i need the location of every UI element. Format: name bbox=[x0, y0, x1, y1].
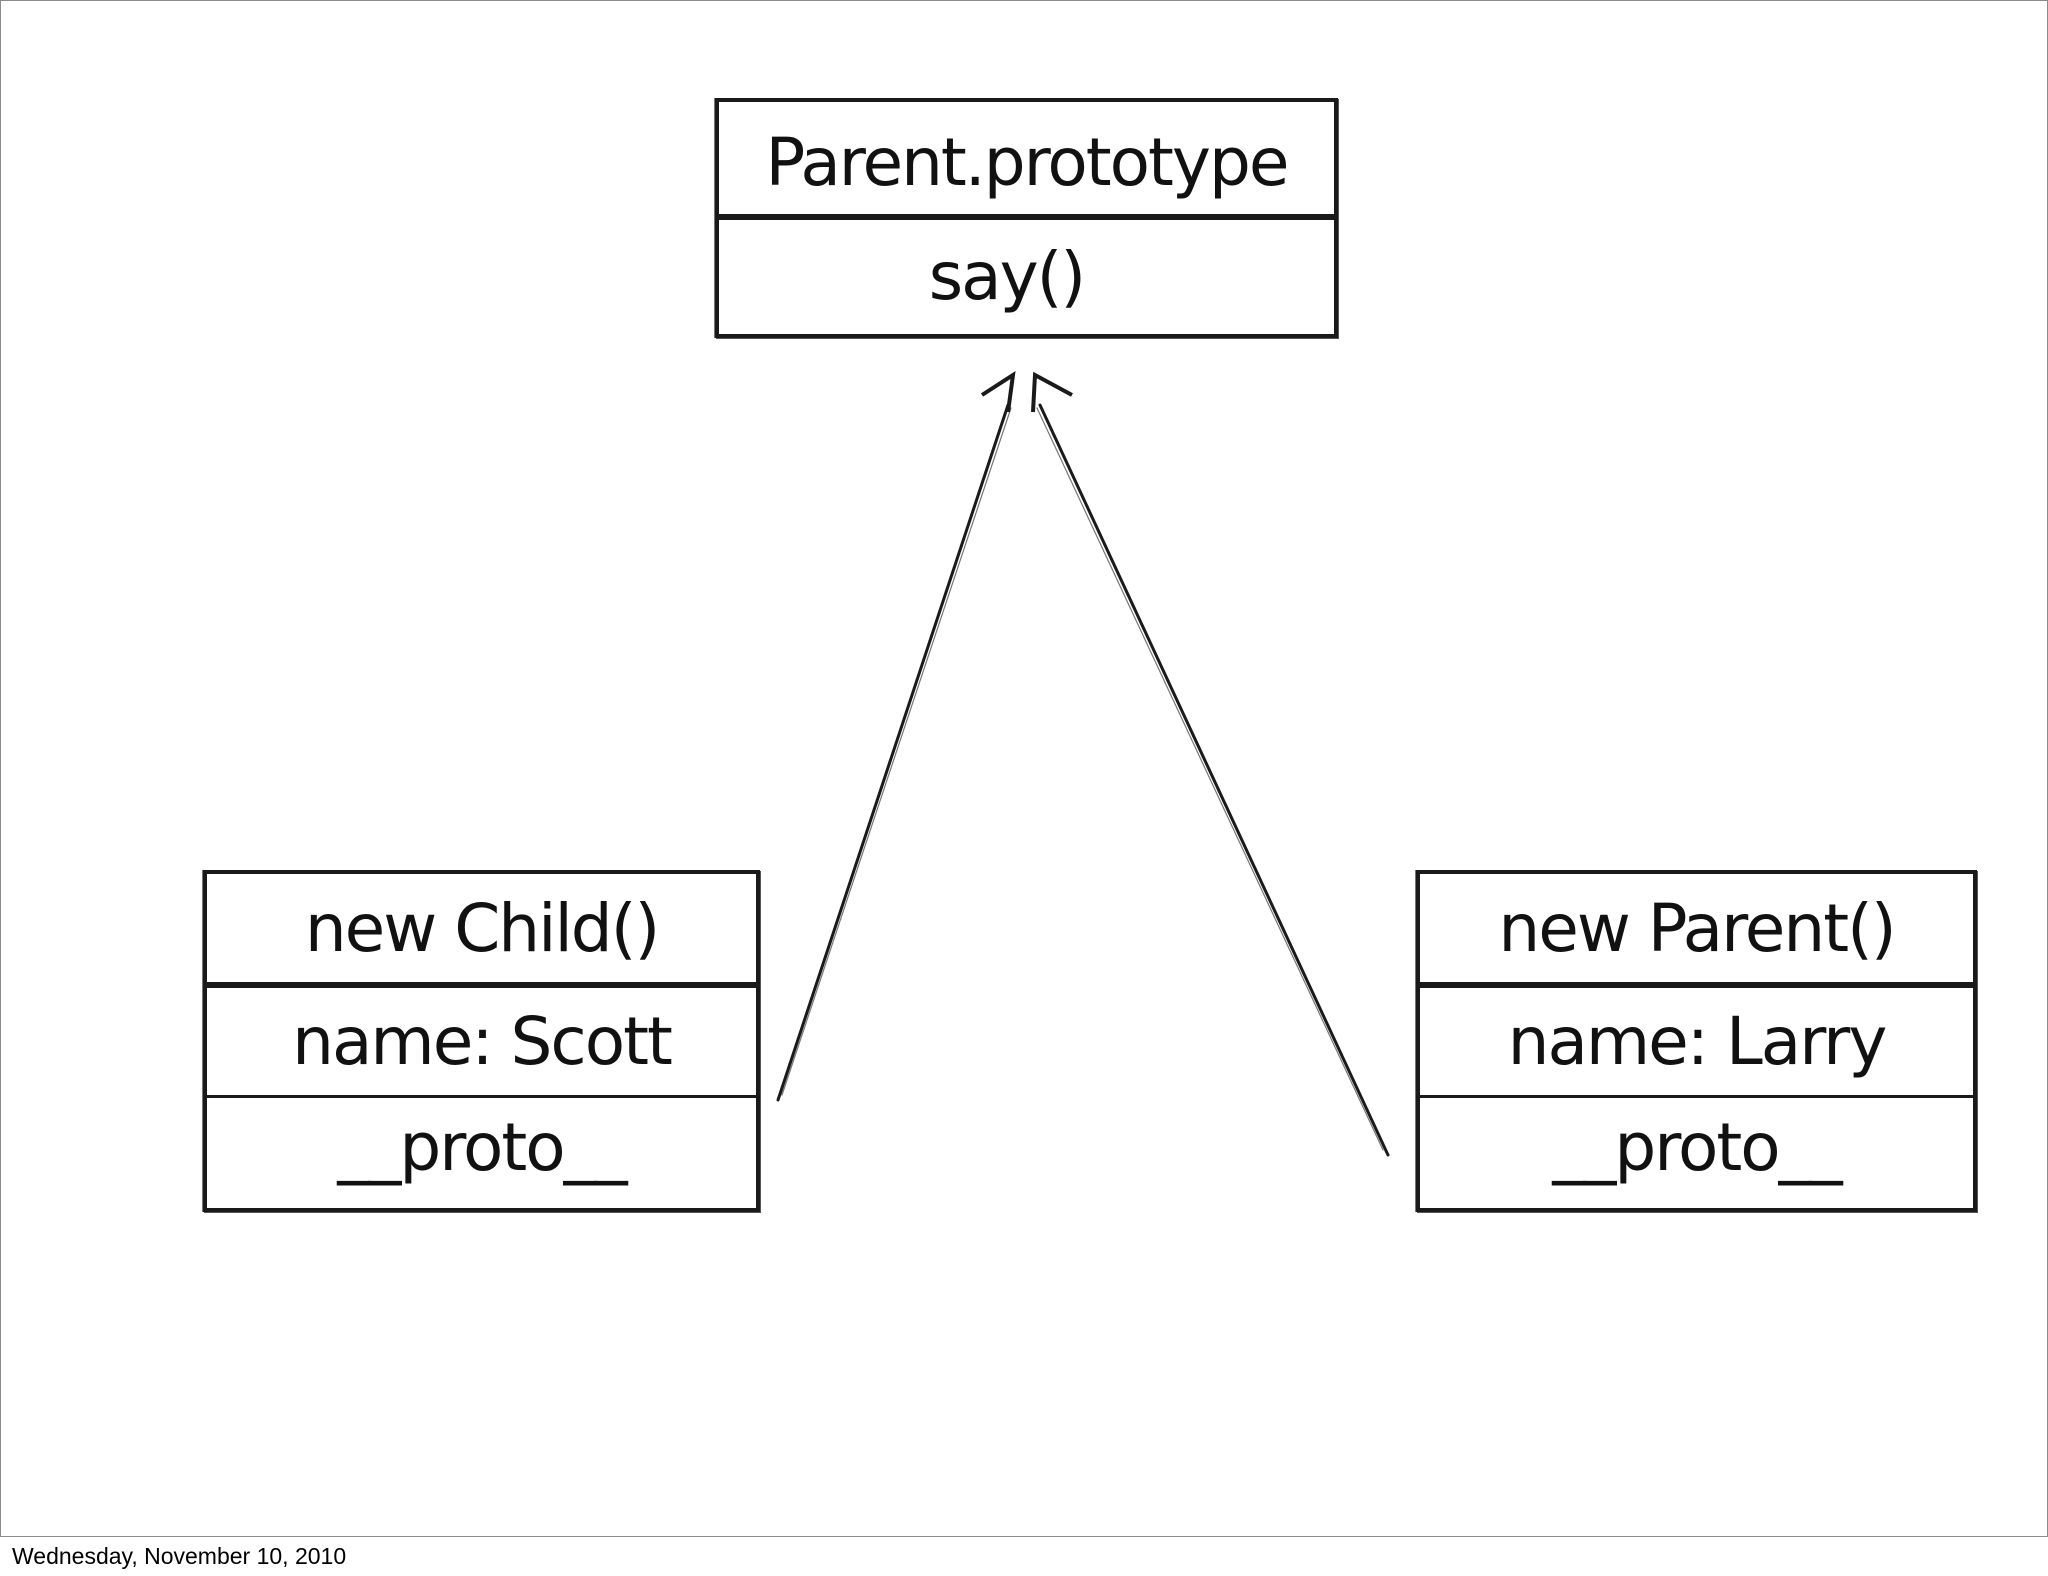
child-box-title: new Child() bbox=[207, 874, 756, 988]
prototype-box-member: say() bbox=[928, 237, 1086, 315]
parent-instance-box: new Parent() name: Larry __proto__ bbox=[1416, 870, 1977, 1212]
prototype-box-title: Parent.prototype bbox=[719, 102, 1334, 220]
parent-box-property: name: Larry bbox=[1420, 988, 1973, 1098]
prototype-box: Parent.prototype say() bbox=[715, 98, 1338, 338]
child-box-proto-link: __proto__ bbox=[337, 1108, 627, 1186]
child-box-property: name: Scott bbox=[207, 988, 756, 1098]
parent-box-proto-link: __proto__ bbox=[1552, 1108, 1842, 1186]
child-instance-box: new Child() name: Scott __proto__ bbox=[203, 870, 760, 1212]
footer-date: Wednesday, November 10, 2010 bbox=[12, 1543, 347, 1569]
parent-box-title: new Parent() bbox=[1420, 874, 1973, 988]
